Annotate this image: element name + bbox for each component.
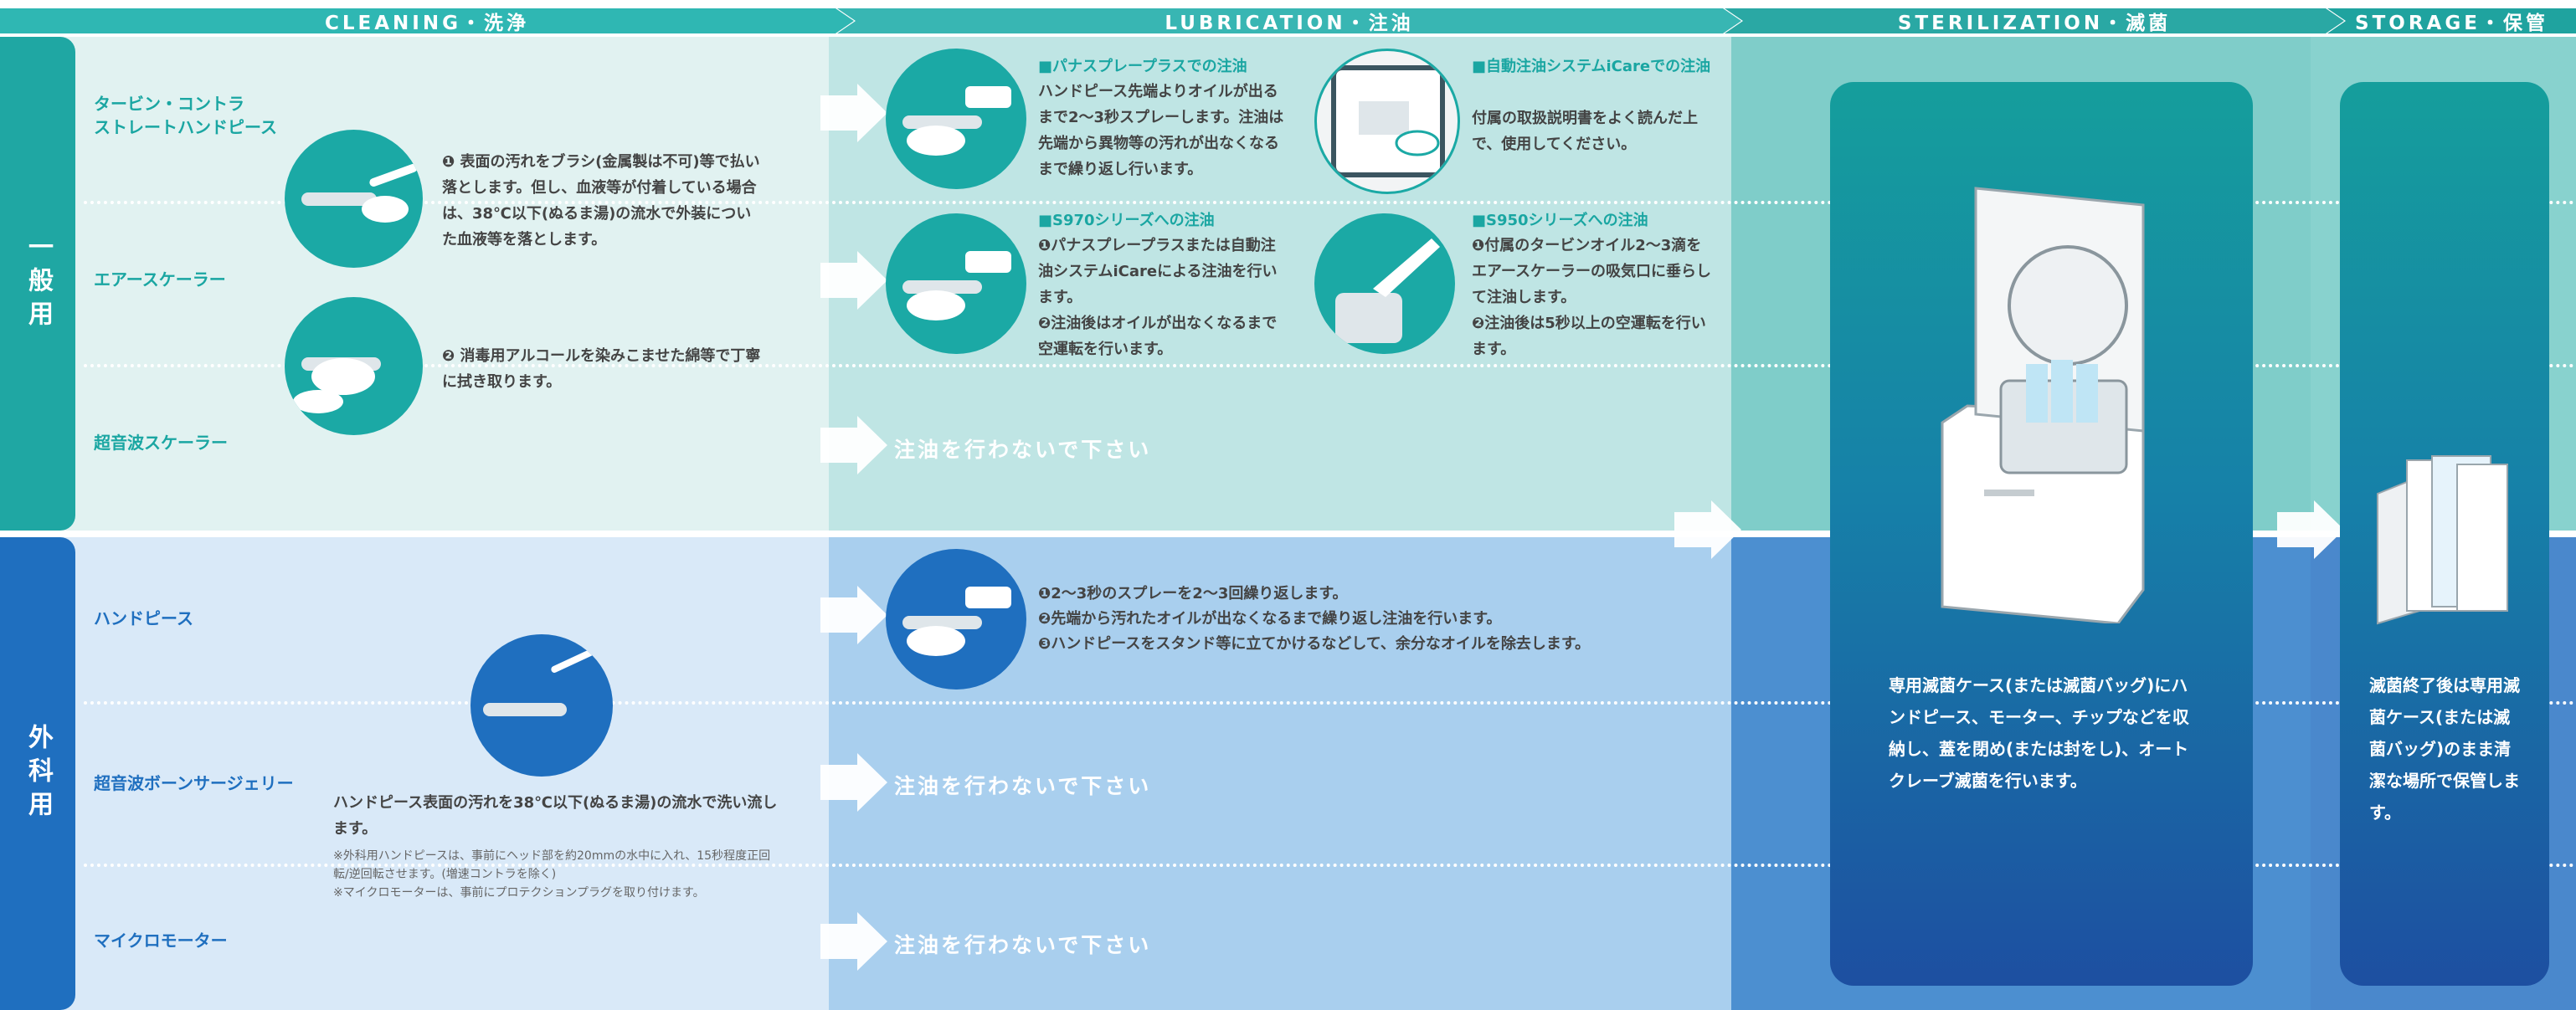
autoclave-icon — [1941, 187, 2145, 625]
header-storage: STORAGE・保管 — [2327, 8, 2576, 33]
icare-machine-icon — [1331, 65, 1445, 177]
surgical-lub-step2: ❷先端から汚れたオイルが出なくなるまで繰り返し注油を行います。 — [1038, 610, 1502, 628]
s950-illustration — [1314, 213, 1455, 354]
sidebar-general: 一般用 — [0, 37, 75, 531]
row-divider — [84, 701, 2576, 705]
storage-text: 滅菌終了後は専用滅菌ケース(または滅菌バッグ)のまま清潔な場所で保管します。 — [2369, 675, 2520, 823]
row-divider — [84, 201, 2576, 204]
row-label-bone-surgery: 超音波ボーンサージェリー — [94, 773, 294, 793]
surgical-handpiece-illustration — [470, 634, 613, 777]
pana-spray-body: ハンドピース先端よりオイルが出るまで2〜3秒スプレーします。注油は先端から異物等… — [1038, 83, 1284, 178]
surgical-handpiece-icon — [483, 643, 605, 716]
surgical-cleaning-text: ハンドピース表面の汚れを38℃以下(ぬるま湯)の流水で洗い流します。 — [333, 794, 778, 838]
pana-spray-illustration — [886, 49, 1026, 189]
s970-body: ❶パナスプレープラスまたは自動注油システムiCareによる注油を行います。 ❷注… — [1038, 237, 1278, 358]
surgical-lub-step1: ❶2〜3秒のスプレーを2〜3回繰り返します。 — [1038, 585, 1348, 602]
oil-dropper-icon — [1335, 238, 1440, 343]
row-label-air-scaler: エアースケーラー — [94, 269, 226, 290]
icare-body: 付属の取扱説明書をよく読んだ上で、使用してください。 — [1472, 110, 1698, 153]
icare-title: ■自動注油システムiCareでの注油 — [1472, 58, 1711, 75]
section-separator — [0, 531, 2576, 537]
s950-body: ❶付属のタービンオイル2〜3滴をエアースケーラーの吸気口に垂らして注油します。 … — [1472, 237, 1712, 358]
row-divider — [84, 364, 2576, 367]
header-sterilization: STERILIZATION・滅菌 — [1725, 8, 2344, 33]
spray-can-icon — [902, 251, 1011, 320]
sterile-bag-icon — [2377, 455, 2508, 625]
no-lubrication-notice: 注油を行わないで下さい — [894, 774, 1152, 798]
no-lubrication-notice: 注油を行わないで下さい — [894, 933, 1152, 957]
surgical-spray-illustration — [886, 549, 1026, 690]
cleaning-step2-text: ❷ 消毒用アルコールを染みこませた綿等で丁寧に拭き取ります。 — [442, 347, 761, 391]
row-label-ultrasonic-scaler: 超音波スケーラー — [94, 433, 228, 453]
wipe-alcohol-illustration — [285, 297, 423, 435]
row-label-turbine: タービン・コントラ ストレートハンドピース — [94, 94, 277, 137]
surgical-cleaning-note1: ※外科用ハンドピースは、事前にヘッド部を約20mmの水中に入れ、15秒程度正回転… — [333, 849, 771, 881]
sterilization-text: 専用滅菌ケース(または滅菌バッグ)にハンドピース、モーター、チップなどを収納し、… — [1889, 675, 2189, 791]
surgical-lub-step3: ❸ハンドピースをスタンド等に立てかけるなどして、余分なオイルを除去します。 — [1038, 635, 1591, 653]
autoclave-illustration — [1892, 155, 2177, 625]
s970-title: ■S970シリーズへの注油 — [1038, 212, 1215, 229]
icare-illustration — [1314, 49, 1460, 194]
header-cleaning: CLEANING・洗浄 — [0, 8, 854, 33]
cleaning-step1-text: ❶ 表面の汚れをブラシ(金属製は不可)等で払い落とします。但し、血液等が付着して… — [442, 153, 760, 249]
spray-can-icon — [902, 86, 1011, 156]
spray-can-icon — [902, 587, 1011, 656]
no-lubrication-notice: 注油を行わないで下さい — [894, 438, 1152, 462]
sidebar-surgical: 外科用 — [0, 537, 75, 1010]
row-label-micromotor: マイクロモーター — [94, 931, 228, 951]
row-divider — [84, 864, 2576, 867]
sidebar-surgical-label: 外科用 — [23, 723, 53, 824]
s970-illustration — [886, 213, 1026, 354]
handpiece-brush-illustration — [285, 130, 423, 268]
surgical-cleaning-note2: ※マイクロモーターは、事前にプロテクションプラグを取り付けます。 — [333, 886, 705, 900]
pana-spray-title: ■パナスプレープラスでの注油 — [1038, 58, 1247, 75]
sidebar-general-label: 一般用 — [23, 233, 53, 334]
handpiece-icon — [301, 163, 418, 223]
storage-case-illustration — [2369, 443, 2520, 636]
header-lubrication: LUBRICATION・注油 — [837, 8, 1741, 33]
hand-wipe-icon — [293, 357, 381, 413]
s950-title: ■S950シリーズへの注油 — [1472, 212, 1648, 229]
row-label-handpiece: ハンドピース — [94, 608, 193, 628]
